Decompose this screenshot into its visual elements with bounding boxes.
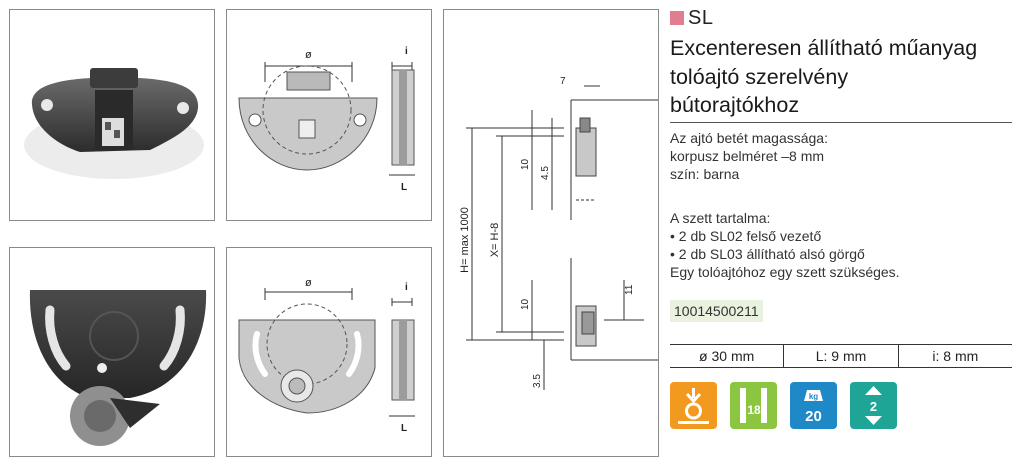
adjust-icon: 2 bbox=[850, 382, 897, 429]
weight-icon: kg 20 bbox=[790, 382, 837, 429]
weight-value: 20 bbox=[805, 408, 822, 425]
drawing-bottom-roller: ø i L bbox=[226, 247, 432, 457]
panel-thickness-icon: 18 bbox=[730, 382, 777, 429]
installation-drawing-svg: 7 H= max 1000 X= H-8 10 4.5 10 11 3.5 bbox=[459, 76, 658, 390]
bottom-roller-photo-svg bbox=[29, 290, 207, 446]
installation-drawing: 7 H= max 1000 X= H-8 10 4.5 10 11 3.5 bbox=[443, 9, 659, 457]
drawing-top-guide: ø i L bbox=[226, 9, 432, 221]
top-guide-drawing-svg: ø i L bbox=[238, 46, 415, 193]
photo-top-guide bbox=[9, 9, 215, 221]
drill-icon bbox=[670, 382, 717, 429]
article-number: 10014500211 bbox=[670, 300, 763, 322]
kit-item: • 2 db SL03 állítható alsó görgő bbox=[670, 246, 865, 262]
spec-line: szín: barna bbox=[670, 166, 740, 182]
top-guide-photo-svg bbox=[24, 68, 204, 179]
label-top-4-5: 4.5 bbox=[540, 166, 551, 180]
label-inset: i bbox=[405, 46, 408, 57]
label-right-11: 11 bbox=[624, 284, 635, 295]
label-inset-2: i bbox=[405, 282, 408, 293]
label-length-2: L bbox=[401, 423, 407, 434]
photo-bottom-roller bbox=[9, 247, 215, 457]
title-line: tolóajtó szerelvény bbox=[670, 64, 849, 89]
adjust-value: 2 bbox=[870, 399, 877, 414]
product-info: SL Excenteresen állítható műanyag tolóaj… bbox=[670, 0, 1016, 465]
spec-line: Az ajtó betét magassága: bbox=[670, 130, 828, 146]
label-height-max: H= max 1000 bbox=[459, 207, 471, 273]
spec-line: korpusz belméret –8 mm bbox=[670, 148, 825, 164]
product-title: Excenteresen állítható műanyag tolóajtó … bbox=[670, 34, 1016, 120]
product-code: SL bbox=[688, 6, 714, 29]
spec-text: Az ajtó betét magassága: korpusz belmére… bbox=[670, 129, 828, 183]
weight-unit: kg bbox=[809, 392, 818, 401]
title-line: Excenteresen állítható műanyag bbox=[670, 36, 978, 60]
label-top-10: 10 bbox=[520, 158, 531, 170]
label-bottom-3-5: 3.5 bbox=[532, 374, 543, 388]
kit-heading: A szett tartalma: bbox=[670, 210, 771, 226]
dimension-diameter: ø 30 mm bbox=[699, 348, 755, 364]
bottom-roller-drawing-svg: ø i L bbox=[238, 277, 415, 434]
kit-item: • 2 db SL02 felső vezető bbox=[670, 228, 822, 244]
title-line: bútorajtókhoz bbox=[670, 93, 800, 117]
dimension-inset: i: 8 mm bbox=[897, 345, 1012, 367]
product-code-row: SL bbox=[670, 6, 713, 30]
accent-square bbox=[670, 11, 684, 25]
kit-contents: A szett tartalma: • 2 db SL02 felső veze… bbox=[670, 209, 900, 281]
dimensions-table: ø 30 mm L: 9 mm i: 8 mm bbox=[670, 344, 1012, 368]
label-bottom-10: 10 bbox=[520, 298, 531, 310]
label-gap: 7 bbox=[560, 76, 566, 87]
kit-note: Egy tolóajtóhoz egy szett szükséges. bbox=[670, 264, 900, 280]
label-diameter: ø bbox=[305, 49, 312, 61]
thickness-value: 18 bbox=[747, 403, 761, 417]
feature-icons: 18 kg 20 2 bbox=[670, 382, 910, 429]
label-length: L bbox=[401, 182, 407, 193]
title-divider bbox=[670, 122, 1012, 123]
dimension-length: L: 9 mm bbox=[783, 345, 897, 367]
label-x-formula: X= H-8 bbox=[489, 223, 501, 258]
label-diameter-2: ø bbox=[305, 277, 312, 289]
